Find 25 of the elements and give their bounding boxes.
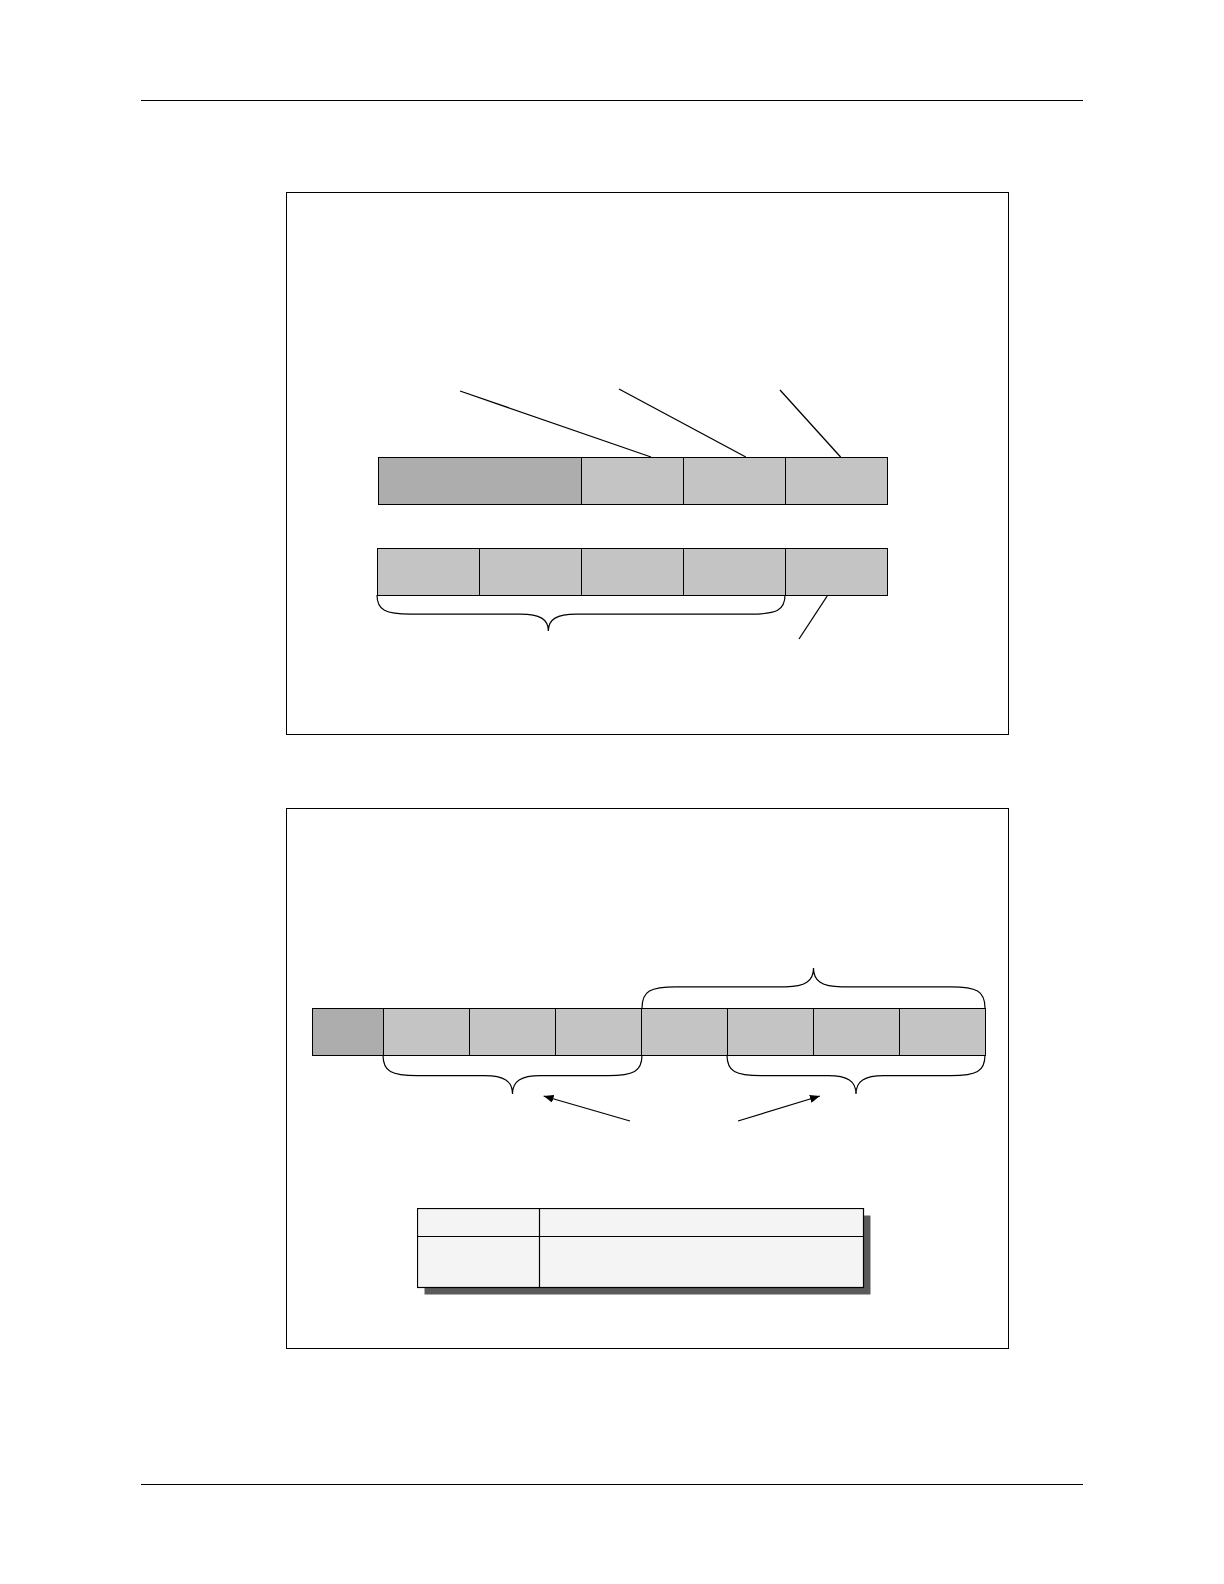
segment-box — [581, 548, 684, 596]
leader-line — [779, 389, 842, 458]
segment-box — [377, 548, 480, 596]
segment-box — [555, 1008, 642, 1056]
arrow — [542, 1094, 631, 1122]
leader-line — [618, 388, 747, 458]
segment-box — [813, 1008, 900, 1056]
arrow — [737, 1095, 821, 1122]
segment-box — [899, 1008, 986, 1056]
segment-box — [469, 1008, 556, 1056]
leader-line — [459, 390, 652, 458]
segment-box — [641, 1008, 728, 1056]
segment-box — [683, 457, 786, 505]
segment-box — [383, 1008, 470, 1056]
segment-box — [312, 1008, 384, 1056]
segment-box — [683, 548, 786, 596]
leader-line — [798, 595, 828, 640]
segment-box — [581, 457, 684, 505]
curly-brace — [382, 1054, 643, 1095]
curly-brace — [726, 1054, 986, 1095]
segment-box — [479, 548, 582, 596]
segment-box — [785, 548, 888, 596]
segment-box — [727, 1008, 814, 1056]
segment-box — [785, 457, 888, 505]
segment-box — [378, 457, 582, 505]
